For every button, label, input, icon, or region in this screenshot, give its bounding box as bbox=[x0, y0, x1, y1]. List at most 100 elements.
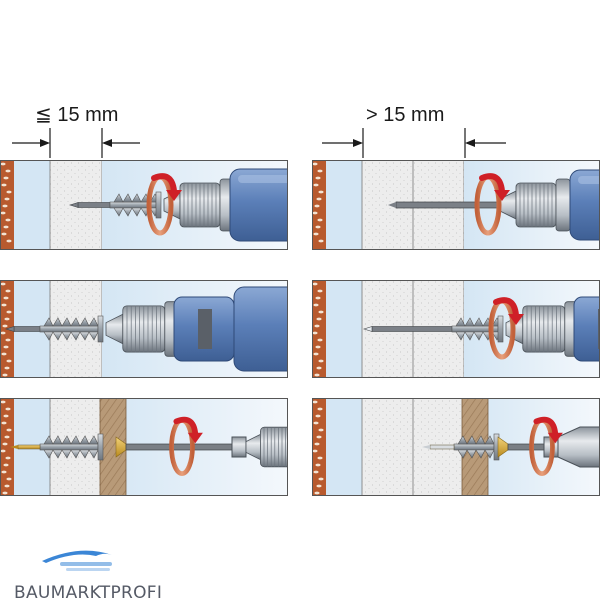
brick-spot bbox=[315, 225, 321, 229]
anchor-thread bbox=[113, 193, 124, 203]
anchor-thread bbox=[484, 435, 495, 445]
rotation-arrow-head bbox=[166, 190, 182, 201]
rotation-arrow-shaft bbox=[479, 173, 505, 194]
brick-spot bbox=[317, 338, 323, 342]
brick-spot bbox=[6, 239, 12, 243]
anchor-thread bbox=[475, 449, 486, 459]
rotation-arrow-icon bbox=[474, 173, 510, 236]
pilot-bit-tip bbox=[362, 326, 373, 332]
anchor-thread bbox=[79, 435, 90, 445]
brick-spot bbox=[4, 435, 10, 439]
brick-spot bbox=[5, 456, 11, 460]
brick-spot bbox=[313, 303, 319, 307]
anchor-thread bbox=[113, 207, 124, 217]
brick-spot bbox=[313, 421, 319, 425]
panel-right-step-1 bbox=[312, 160, 600, 250]
brick-spot bbox=[313, 470, 319, 474]
rotation-arrow-shaft bbox=[533, 416, 559, 437]
brick-spot bbox=[317, 289, 323, 293]
right-dimension-label: > 15 mm bbox=[366, 104, 444, 126]
drill-chuck bbox=[499, 178, 571, 232]
anchor-thread bbox=[122, 207, 133, 217]
panel-content bbox=[312, 160, 600, 250]
brick-spot bbox=[6, 477, 12, 481]
brick-spot bbox=[318, 428, 324, 432]
screwdriver-bit bbox=[507, 443, 545, 451]
brick-spot bbox=[318, 359, 324, 363]
brick-spot bbox=[3, 176, 9, 180]
brick-spot bbox=[3, 463, 9, 467]
brick-spot bbox=[3, 225, 9, 229]
brick-spot bbox=[5, 218, 11, 222]
pilot-bit bbox=[13, 326, 41, 332]
brick-spot bbox=[315, 176, 321, 180]
brick-spot bbox=[1, 421, 7, 425]
drill-housing bbox=[233, 286, 288, 372]
panel-frame bbox=[0, 398, 288, 496]
brick-spot bbox=[316, 435, 322, 439]
screw-tip bbox=[422, 445, 430, 449]
insulation-layer bbox=[326, 280, 362, 378]
brick-wall bbox=[312, 398, 326, 496]
bit-shaft bbox=[507, 443, 545, 451]
anchor-thread bbox=[61, 449, 72, 459]
brick-spot bbox=[4, 317, 10, 321]
anchor-thread bbox=[79, 449, 90, 459]
brick-spot bbox=[317, 456, 323, 460]
logo-underline-2 bbox=[66, 568, 110, 571]
left-dimension-label: ≦ 15 mm bbox=[35, 104, 118, 126]
anchor-thread bbox=[43, 435, 54, 445]
brick-spot bbox=[315, 345, 321, 349]
brick-spot bbox=[0, 211, 6, 215]
anchor-thread bbox=[473, 317, 484, 327]
panel-right-step-2 bbox=[312, 280, 600, 378]
brick-spot bbox=[2, 324, 8, 328]
brick-spot bbox=[314, 373, 320, 377]
panel-left-step-2 bbox=[0, 280, 288, 378]
panel-left-step-1 bbox=[0, 160, 288, 250]
anchor-thread bbox=[70, 435, 81, 445]
panel-right-step-3 bbox=[312, 398, 600, 496]
brick-spot bbox=[4, 197, 10, 201]
brick-spot bbox=[318, 477, 324, 481]
anchor-thread bbox=[79, 317, 90, 327]
pilot-bit-tip bbox=[68, 202, 79, 208]
brick-spot bbox=[315, 296, 321, 300]
brick-spot bbox=[312, 331, 318, 335]
drywall-anchor bbox=[451, 315, 504, 343]
brick-spot bbox=[6, 428, 12, 432]
anchor-thread bbox=[131, 193, 142, 203]
rotation-arrow-head bbox=[494, 190, 510, 201]
brick-spot bbox=[6, 359, 12, 363]
anchor-thread bbox=[52, 435, 63, 445]
anchor-thread bbox=[455, 331, 466, 341]
anchor-thread bbox=[457, 449, 468, 459]
rotation-arrow-head bbox=[187, 432, 203, 444]
anchor-thread bbox=[52, 317, 63, 327]
anchor-thread bbox=[70, 317, 81, 327]
anchor-collar bbox=[497, 315, 504, 343]
brick-spot bbox=[2, 373, 8, 377]
insulation-layer bbox=[14, 160, 50, 250]
brick-spot bbox=[4, 366, 10, 370]
brick-spot bbox=[316, 197, 322, 201]
bit-holder bbox=[231, 436, 247, 458]
brick-spot bbox=[312, 400, 318, 404]
panel-content bbox=[312, 398, 600, 496]
screwdriver-bit bbox=[125, 443, 233, 451]
brick-spot bbox=[314, 442, 320, 446]
brick-spot bbox=[0, 449, 6, 453]
brick-spot bbox=[314, 324, 320, 328]
baumarktprofi-logo: BAUMARKTPROFI bbox=[14, 550, 162, 600]
brick-spot bbox=[2, 442, 8, 446]
brick-spot bbox=[312, 449, 318, 453]
logo-underline-1 bbox=[60, 562, 112, 566]
anchor-thread bbox=[457, 435, 468, 445]
brick-spot bbox=[2, 204, 8, 208]
anchor-thread bbox=[61, 317, 72, 327]
brick-spot bbox=[314, 491, 320, 495]
rotation-arrow-head bbox=[547, 432, 563, 444]
anchor-collar bbox=[97, 315, 104, 343]
anchor-core bbox=[39, 325, 99, 333]
